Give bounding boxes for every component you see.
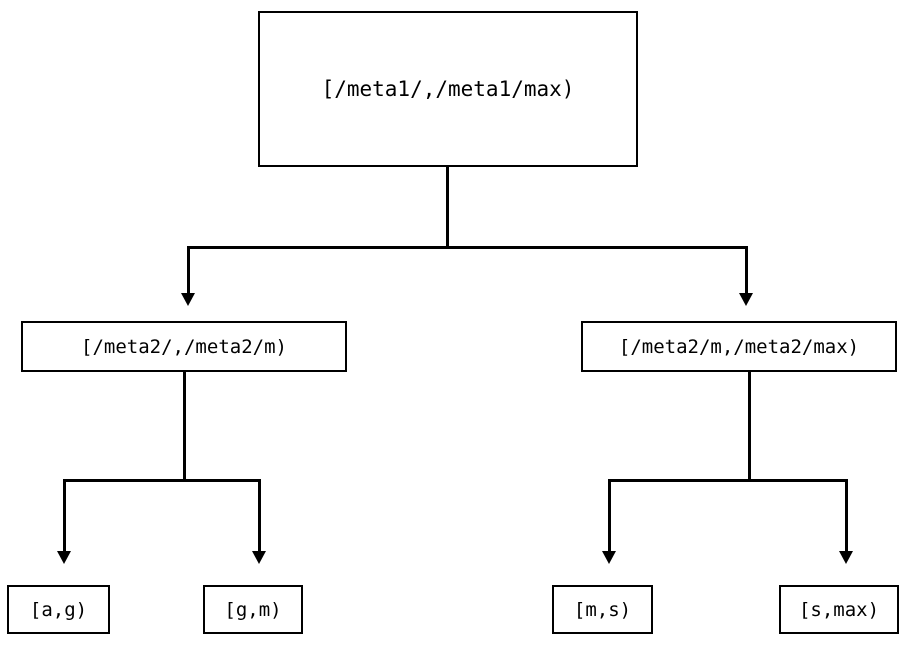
- edge-mid-left-bus: [63, 479, 261, 482]
- arrowhead-root-to-mid-left-icon: [181, 293, 195, 306]
- node-leaf-smax[interactable]: [s,max): [779, 585, 899, 634]
- arrowhead-mid-right-to-leaf-ms-icon: [602, 551, 616, 564]
- edge-mid-left-to-leaf-ag: [63, 479, 66, 553]
- edge-mid-right-stem: [748, 372, 751, 482]
- edge-mid-right-to-leaf-ms: [608, 479, 611, 553]
- arrowhead-mid-left-to-leaf-gm-icon: [252, 551, 266, 564]
- edge-mid-left-stem: [183, 372, 186, 482]
- edge-mid-right-to-leaf-smax: [845, 479, 848, 553]
- arrowhead-mid-right-to-leaf-smax-icon: [839, 551, 853, 564]
- arrowhead-root-to-mid-right-icon: [739, 293, 753, 306]
- edge-root-bus: [187, 246, 748, 249]
- node-mid-left[interactable]: [/meta2/,/meta2/m): [21, 321, 347, 372]
- node-leaf-gm[interactable]: [g,m): [203, 585, 303, 634]
- edge-root-stem: [446, 167, 449, 249]
- node-mid-right[interactable]: [/meta2/m,/meta2/max): [581, 321, 897, 372]
- edge-root-to-mid-left: [187, 246, 190, 295]
- edge-mid-right-bus: [608, 479, 848, 482]
- node-leaf-ag-label: [a,g): [29, 598, 88, 621]
- edge-root-to-mid-right: [745, 246, 748, 295]
- edge-mid-left-to-leaf-gm: [258, 479, 261, 553]
- node-leaf-gm-label: [g,m): [224, 598, 282, 621]
- node-leaf-ag[interactable]: [a,g): [7, 585, 110, 634]
- node-mid-left-label: [/meta2/,/meta2/m): [81, 335, 287, 358]
- node-leaf-ms-label: [m,s): [573, 598, 632, 621]
- node-leaf-ms[interactable]: [m,s): [552, 585, 653, 634]
- node-root-label: [/meta1/,/meta1/max): [321, 77, 575, 101]
- node-leaf-smax-label: [s,max): [798, 598, 880, 621]
- node-mid-right-label: [/meta2/m,/meta2/max): [618, 335, 860, 358]
- arrowhead-mid-left-to-leaf-ag-icon: [57, 551, 71, 564]
- node-root[interactable]: [/meta1/,/meta1/max): [258, 11, 638, 167]
